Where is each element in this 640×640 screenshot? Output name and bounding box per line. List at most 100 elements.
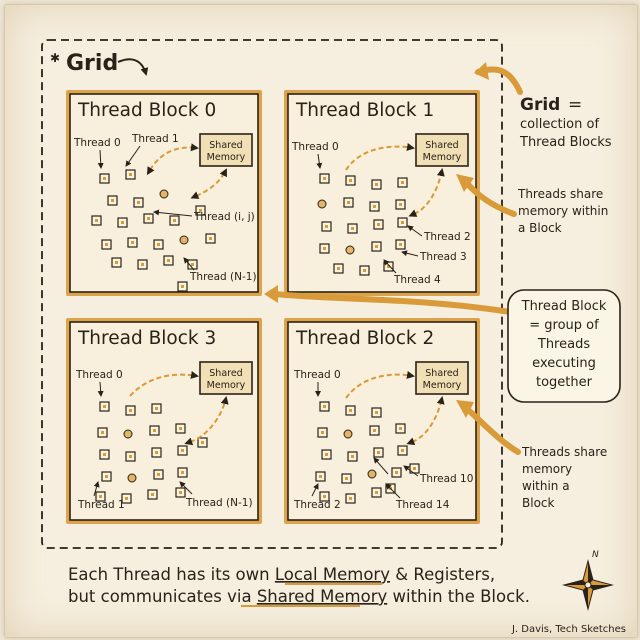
svg-text:but communicates via Shared Me: but communicates via Shared Memory withi… — [68, 587, 530, 606]
thread-icon-core — [347, 201, 350, 204]
block-1-thread-3-label: Thread 3 — [419, 251, 467, 263]
thread-block-definition: Thread Block = group of Threads executin… — [507, 289, 621, 403]
block-0-thread-1-label: Thread 1 — [131, 133, 179, 145]
shared-memory-box-0: Shared Memory — [199, 133, 253, 167]
thread-icon-core — [103, 177, 106, 180]
thread-icon-core — [173, 219, 176, 222]
block-0-thread-n-label: Thread (N-1) — [189, 271, 257, 283]
shared-memory-label: Memory — [207, 380, 246, 391]
svg-text:Block: Block — [522, 496, 555, 510]
thread-icon-core — [125, 497, 128, 500]
share-note-2: Threads share memory within a Block — [521, 445, 607, 510]
block-0-thread-ij-label: Thread (i, j) — [193, 211, 255, 223]
svg-text:within a: within a — [522, 479, 570, 493]
svg-text:memory: memory — [522, 462, 572, 476]
svg-text:=: = — [568, 95, 582, 115]
thread-icon-core — [137, 201, 140, 204]
thread-icon-core — [323, 405, 326, 408]
grid-title: ✱ Grid — [50, 51, 149, 76]
thread-icon-core — [337, 267, 340, 270]
shared-memory-box-1: Shared Memory — [415, 133, 469, 167]
footer-caption: Each Thread has its own Local Memory & R… — [68, 565, 530, 607]
thread-icon-core — [155, 451, 158, 454]
thread-icon-core — [181, 471, 184, 474]
footer-line1-highlight: Local Memory — [275, 565, 390, 584]
thread-icon-core — [157, 473, 160, 476]
block-3-title: Thread Block 3 — [77, 328, 216, 349]
thread-icon-core — [157, 243, 160, 246]
thread-icon-core — [99, 495, 102, 498]
thread-icon — [343, 429, 353, 439]
svg-text:a Block: a Block — [518, 221, 562, 235]
thread-icon-core — [95, 219, 98, 222]
grid-boundary — [41, 39, 503, 549]
thread-icon-core — [131, 241, 134, 244]
shared-memory-label: Shared — [425, 368, 458, 379]
block-def-arrow — [271, 291, 513, 315]
thread-icon-core — [399, 203, 402, 206]
shared-memory-box-2: Shared Memory — [415, 361, 469, 395]
thread-icon-core — [153, 429, 156, 432]
thread-icon-core — [395, 471, 398, 474]
thread-icon-core — [349, 179, 352, 182]
block-1-thread-4-label: Thread 4 — [393, 274, 441, 286]
thread-icon-core — [155, 407, 158, 410]
thread-icon-core — [325, 225, 328, 228]
thread-icon-core — [167, 259, 170, 262]
thread-icon-core — [349, 497, 352, 500]
svg-text:memory within: memory within — [518, 204, 608, 218]
svg-text:Threads share: Threads share — [517, 187, 603, 201]
thread-icon-core — [377, 451, 380, 454]
thread-icon-core — [129, 173, 132, 176]
thread-icon — [367, 469, 377, 479]
footer-line2-pre: but communicates via — [68, 587, 257, 606]
thread-icon-core — [399, 427, 402, 430]
thread-icon — [317, 199, 327, 209]
thread-icon-core — [191, 263, 194, 266]
thread-icon-core — [199, 209, 202, 212]
thread-icon-core — [373, 205, 376, 208]
block-0-title: Thread Block 0 — [77, 100, 216, 121]
block-1-thread-2-label: Thread 2 — [423, 231, 471, 243]
thread-icon-core — [349, 409, 352, 412]
thread-icon-core — [101, 431, 104, 434]
block-1-title: Thread Block 1 — [295, 100, 434, 121]
thread-icon-core — [179, 491, 182, 494]
thread-icon-core — [375, 245, 378, 248]
thread-icon-core — [181, 449, 184, 452]
thread-grid-2 — [315, 401, 420, 504]
thread-icon-core — [141, 263, 144, 266]
thread-icon-core — [201, 441, 204, 444]
block-2-thread-2-label: Thread 2 — [293, 499, 341, 511]
grid-definition: Grid = collection of Thread Blocks — [519, 95, 612, 150]
thread-icon-core — [323, 247, 326, 250]
svg-text:Threads share: Threads share — [521, 445, 607, 459]
thread-icon-core — [179, 427, 182, 430]
thread-icon-core — [401, 221, 404, 224]
thread-icon-core — [103, 453, 106, 456]
svg-text:together: together — [536, 375, 593, 390]
thread-icon-core — [105, 475, 108, 478]
svg-text:✱: ✱ — [50, 51, 60, 65]
thread-icon-core — [351, 455, 354, 458]
thread-icon-core — [375, 411, 378, 414]
thread-icon — [127, 473, 137, 483]
thread-icon-core — [147, 217, 150, 220]
thread-grid-1 — [317, 173, 408, 276]
thread-icon-core — [129, 455, 132, 458]
block-2-thread-0-label: Thread 0 — [293, 369, 341, 381]
grid-title-text: Grid — [66, 51, 118, 76]
thread-icon — [159, 189, 169, 199]
shared-memory-label: Shared — [209, 140, 242, 151]
thread-icon-core — [325, 453, 328, 456]
block-0-thread-0-label: Thread 0 — [73, 137, 121, 149]
compass-label: N — [592, 550, 599, 560]
thread-icon-core — [181, 285, 184, 288]
shared-memory-label: Shared — [209, 368, 242, 379]
grid-title-arrow — [117, 58, 149, 76]
thread-icon-core — [399, 243, 402, 246]
thread-icon-core — [363, 269, 366, 272]
shared-memory-box-3: Shared Memory — [199, 361, 253, 395]
thread-icon — [345, 245, 355, 255]
block-2-title: Thread Block 2 — [295, 328, 434, 349]
